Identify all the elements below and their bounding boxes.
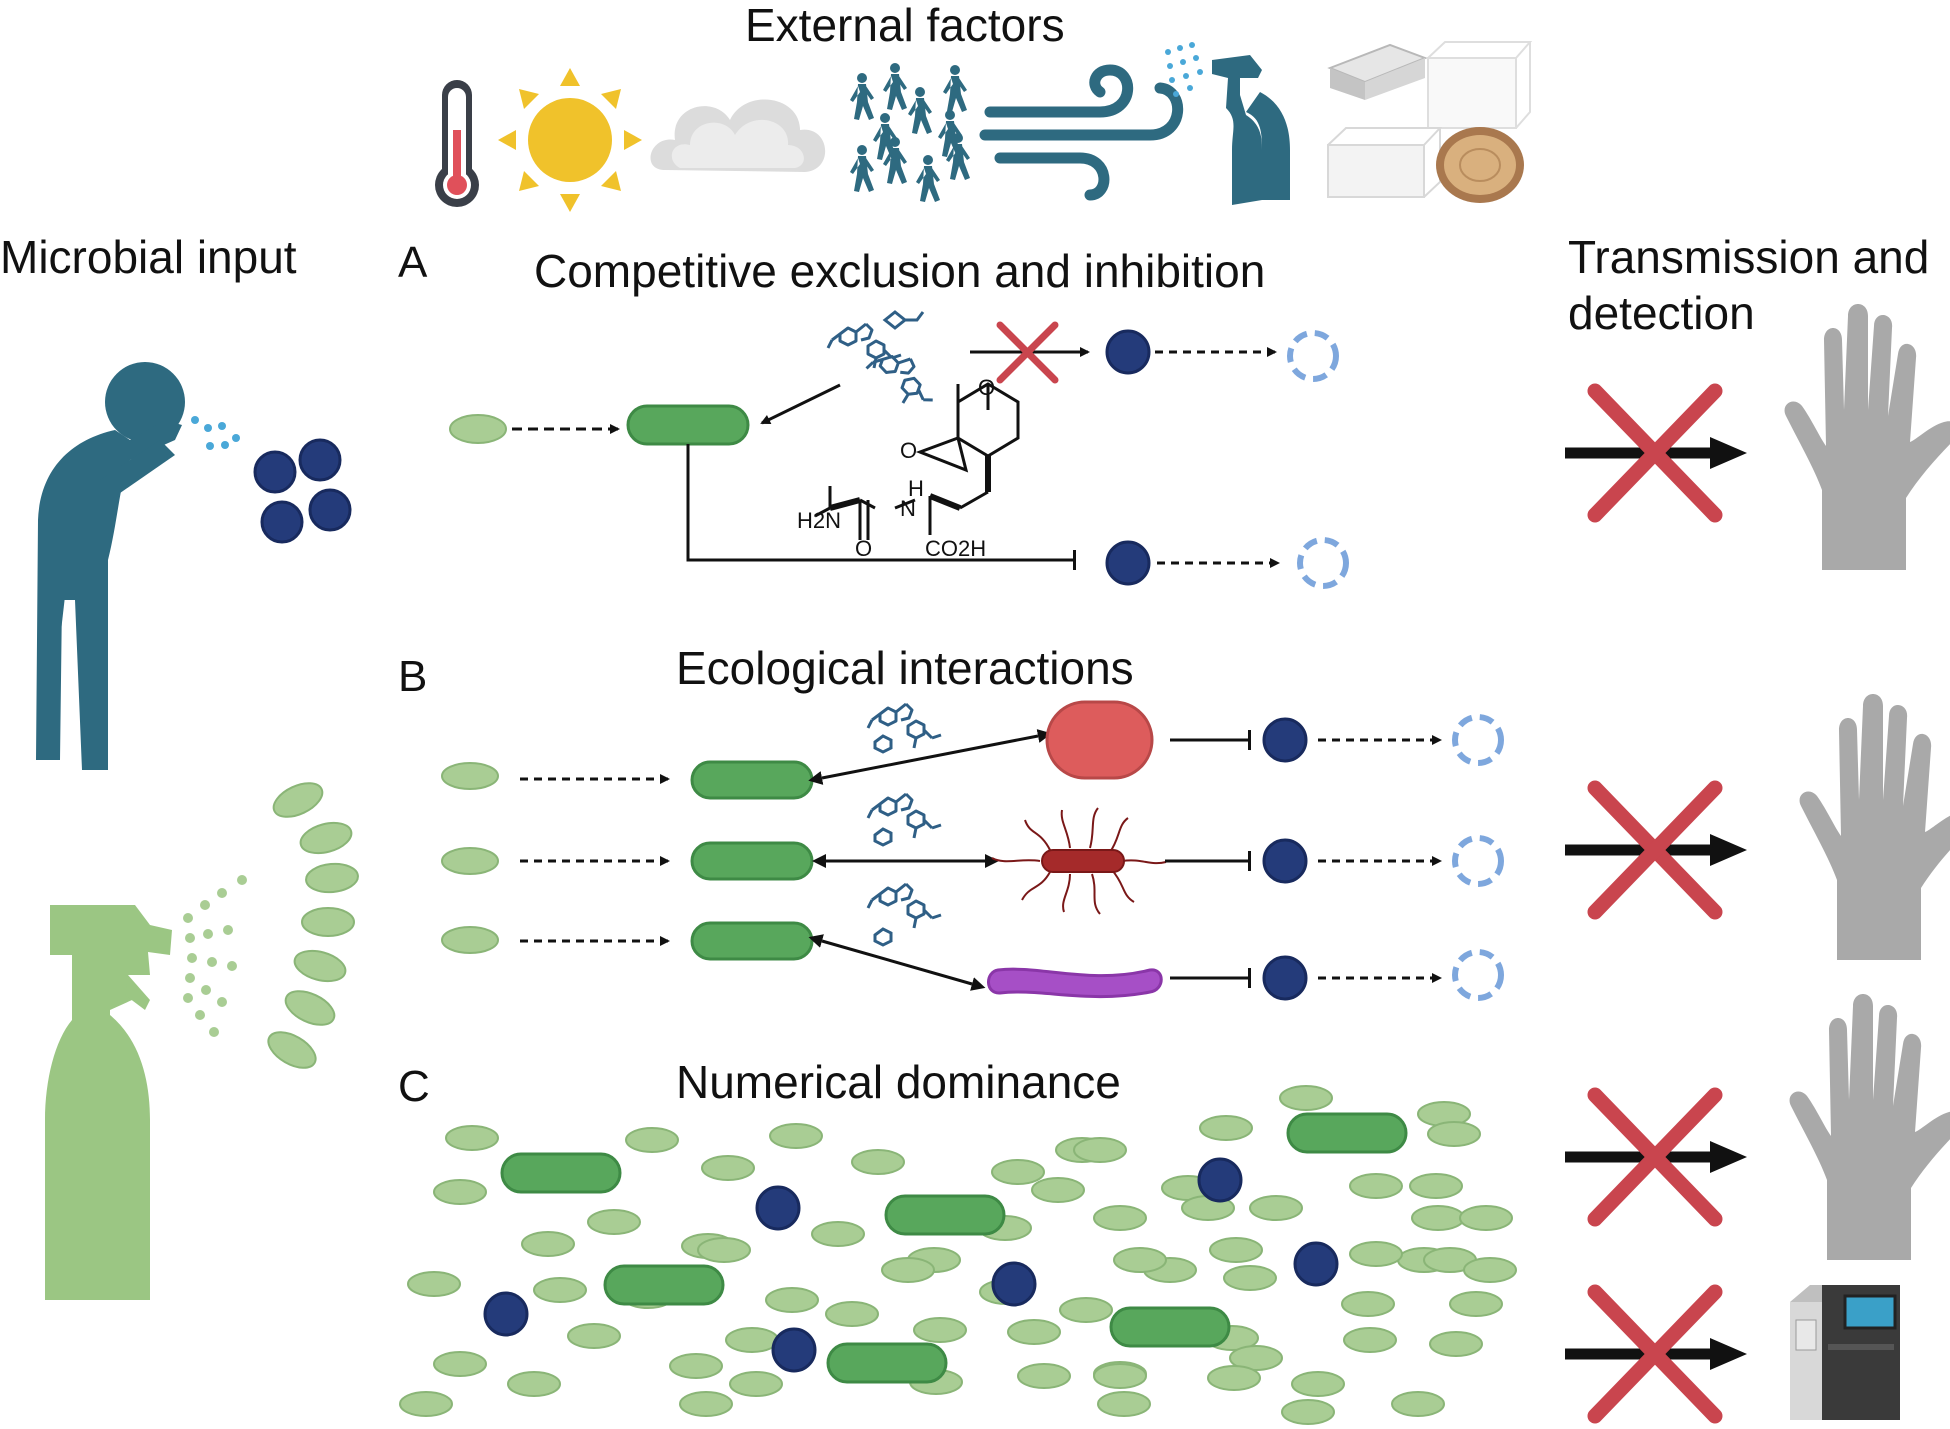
cloud-icon: [650, 99, 826, 172]
crowd-icon: [850, 63, 970, 202]
panel-c-pathogens: [483, 1157, 1339, 1373]
spray-bottle-icon: [1165, 42, 1290, 205]
svg-text:H: H: [908, 476, 924, 501]
chemical-structure: [814, 382, 1020, 540]
panel-a-diagram: [449, 310, 1346, 586]
sequencer-icon: [1790, 1285, 1900, 1420]
svg-text:N: N: [900, 496, 916, 521]
coughing-person-icon: [36, 362, 240, 770]
surface-materials-icon: [1327, 41, 1533, 203]
sun-icon: [498, 68, 642, 212]
flagellated-bacterium-icon: [991, 807, 1167, 915]
panel-b-letter: B: [398, 652, 428, 701]
thermometer-icon: [435, 80, 479, 207]
panel-b-title: Ecological interactions: [676, 642, 1134, 694]
probiotic-spray-bottle-icon: [45, 875, 247, 1300]
svg-text:CO2H: CO2H: [925, 536, 986, 561]
microbial-input-title: Microbial input: [0, 231, 297, 283]
pathogen-cluster: [253, 438, 352, 544]
svg-text:H2N: H2N: [797, 508, 841, 533]
panel-a-letter: A: [398, 238, 428, 287]
blocked-transmission-a: [1565, 304, 1950, 570]
panel-c-letter: C: [398, 1062, 430, 1111]
external-factors-title: External factors: [745, 0, 1065, 51]
svg-text:O: O: [855, 536, 872, 561]
transmission-title-line1: Transmission and: [1568, 231, 1930, 283]
chemical-labels: O O H N H2N O CO2H: [797, 375, 995, 561]
panel-a-title: Competitive exclusion and inhibition: [534, 245, 1266, 297]
transmission-title-line2: detection: [1568, 287, 1755, 339]
svg-text:O: O: [978, 375, 995, 400]
blocked-transmission-c: [1565, 994, 1950, 1260]
probiotic-spray-cells: [267, 782, 359, 1069]
wind-icon: [979, 64, 1184, 201]
panel-c-title: Numerical dominance: [676, 1056, 1121, 1108]
blocked-detection-c: [1565, 1285, 1900, 1420]
panel-b-diagram: [441, 700, 1501, 999]
blocked-transmission-b: [1565, 694, 1950, 960]
panel-c-rods: [500, 1112, 1408, 1384]
svg-text:O: O: [900, 438, 917, 463]
